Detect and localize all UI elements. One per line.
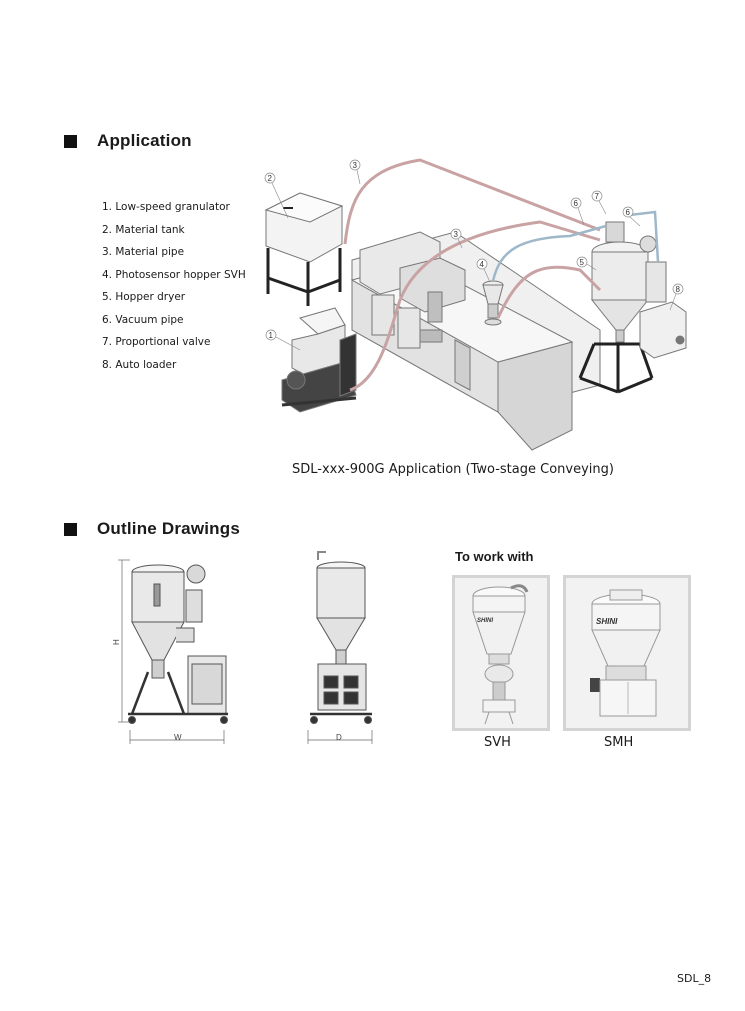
svh-product-photo: SHINI — [452, 575, 550, 731]
callout-1: 1 — [265, 329, 301, 351]
application-caption: SDL-xxx-900G Application (Two-stage Conv… — [292, 462, 614, 477]
legend-item: 2. Material tank — [102, 223, 185, 236]
smh-product-photo: SHINI — [563, 575, 691, 731]
callout-6a: 6 — [570, 197, 585, 226]
callout-7: 7 — [591, 190, 607, 215]
callout-2: 2 — [264, 172, 289, 219]
section-bullet-icon — [64, 134, 77, 148]
material-pipes — [343, 158, 602, 392]
dimension-lines-side — [307, 730, 373, 744]
granulator-illustration — [281, 307, 357, 413]
callout-6b: 6 — [622, 206, 641, 227]
dim-d-label: D — [336, 733, 342, 742]
dim-w-label: W — [174, 733, 182, 742]
svh-loader-image: SHINI — [472, 584, 529, 725]
application-title: Application — [97, 131, 192, 150]
application-illustration — [264, 158, 687, 451]
smh-loader-image: SHINI — [590, 589, 661, 717]
svh-logo: SHINI — [477, 618, 493, 624]
hopper-dryer-illustration — [578, 221, 687, 394]
svg-text:3: 3 — [353, 161, 358, 170]
outline-side-view — [310, 551, 372, 724]
smh-label: SMH — [604, 735, 634, 750]
injection-molding-machine-illustration — [350, 231, 601, 451]
legend-item: 7. Proportional valve — [102, 336, 211, 348]
page-number: SDL_8 — [677, 972, 712, 985]
material-tank-illustration — [264, 192, 344, 306]
callout-5: 5 — [576, 256, 597, 271]
callout-4: 4 — [476, 258, 491, 283]
legend-item: 3. Material pipe — [102, 246, 185, 258]
svg-text:7: 7 — [595, 192, 600, 201]
application-heading: Application — [64, 131, 192, 151]
dim-h-label: H — [112, 639, 121, 645]
smh-logo: SHINI — [596, 617, 618, 626]
svg-text:6: 6 — [626, 208, 631, 217]
outline-front-view — [128, 564, 228, 724]
outline-drawings-title: Outline Drawings — [97, 519, 240, 538]
vacuum-pipes — [491, 210, 660, 282]
legend-item: 4. Photosensor hopper SVH — [102, 268, 246, 281]
callout-numbers: 1 2 3 3 4 5 6 — [264, 159, 684, 351]
svg-text:4: 4 — [480, 260, 485, 269]
legend-item: 8. Auto loader — [102, 358, 177, 371]
svg-text:1: 1 — [269, 331, 274, 340]
svg-text:3: 3 — [454, 230, 459, 239]
svg-text:5: 5 — [580, 258, 585, 267]
callout-3b: 3 — [450, 228, 463, 249]
application-legend: 1. Low-speed granulator 2. Material tank… — [102, 198, 246, 378]
legend-item: 6. Vacuum pipe — [102, 313, 184, 326]
to-work-with-title: To work with — [455, 549, 534, 564]
outline-drawings-heading: Outline Drawings — [64, 519, 240, 539]
svg-text:8: 8 — [676, 285, 681, 294]
svg-text:6: 6 — [574, 199, 579, 208]
section-bullet-icon — [64, 522, 77, 536]
svg-text:2: 2 — [268, 174, 273, 183]
callout-3a: 3 — [349, 159, 361, 185]
legend-item: 1. Low-speed granulator — [102, 201, 230, 213]
callout-8: 8 — [669, 283, 684, 311]
svh-label: SVH — [484, 735, 511, 750]
dimension-lines-front — [118, 559, 225, 744]
legend-item: 5. Hopper dryer — [102, 291, 186, 303]
